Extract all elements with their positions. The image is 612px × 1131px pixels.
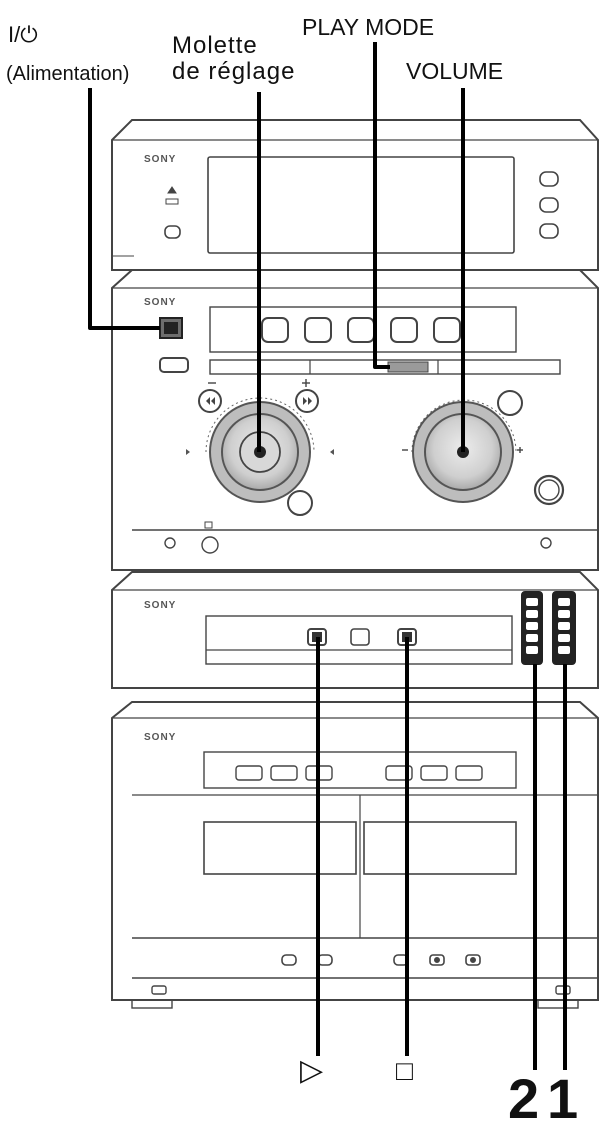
function-button[interactable] — [159, 357, 189, 373]
unit-tuner — [111, 571, 599, 689]
foot-right — [537, 999, 579, 1009]
jog-dial-label-line2: de réglage — [172, 58, 296, 85]
amp-indicator-right — [540, 537, 552, 549]
amp-preset-button-2[interactable] — [304, 317, 332, 343]
skip-back-button[interactable] — [198, 389, 222, 413]
cd-button-2[interactable] — [539, 197, 559, 213]
brand-logo-tuner: SONY — [144, 600, 176, 611]
tape-pause-button[interactable] — [350, 628, 370, 646]
cd-eject-button[interactable] — [164, 225, 181, 239]
amp-preset-button-5[interactable] — [433, 317, 461, 343]
unit-cd-changer — [111, 119, 599, 271]
deck-a-eject[interactable] — [151, 985, 167, 995]
amp-round-button-lower[interactable] — [287, 490, 313, 516]
brand-logo-cd: SONY — [144, 154, 176, 165]
fast-forward-icon — [303, 397, 312, 405]
rewind-icon — [206, 397, 215, 405]
jog-dial-label-line1: Molette — [172, 32, 258, 59]
amp-preset-button-4[interactable] — [390, 317, 418, 343]
play-mode-label: PLAY MODE — [302, 14, 435, 40]
volume-label: VOLUME — [406, 58, 504, 84]
unit-amplifier — [111, 269, 599, 571]
leader-power — [88, 88, 160, 330]
deck-button-5[interactable] — [465, 954, 481, 966]
eject-icon — [167, 186, 177, 194]
callout-number-1: 1 — [547, 1067, 579, 1130]
deck-button-1[interactable] — [281, 954, 297, 966]
amp-indicator-left — [164, 537, 176, 549]
deck-b-rewind[interactable] — [385, 765, 413, 781]
amp-preset-button-1[interactable] — [261, 317, 289, 343]
deck-a-rewind[interactable] — [235, 765, 263, 781]
play-mode-button[interactable] — [387, 361, 429, 373]
foot-left — [131, 999, 173, 1009]
cassette-door-b[interactable] — [363, 821, 517, 875]
cassette-door-a[interactable] — [203, 821, 357, 875]
brand-logo-amp: SONY — [144, 297, 176, 308]
cd-button-1[interactable] — [539, 171, 559, 187]
power-label: (Alimentation) — [6, 63, 130, 85]
deck-a-play[interactable] — [270, 765, 298, 781]
mic-jack — [201, 536, 219, 554]
callout-lines — [88, 42, 567, 1070]
phones-jack — [533, 474, 565, 506]
deck-b-stop[interactable] — [455, 765, 483, 781]
callout-number-2: 2 — [508, 1067, 540, 1130]
stop-symbol-label: □ — [396, 1055, 413, 1086]
cd-button-3[interactable] — [539, 223, 559, 239]
leader-playmode — [373, 42, 390, 369]
deck-button-4[interactable] — [429, 954, 445, 966]
deck-b-play[interactable] — [420, 765, 448, 781]
amp-round-button[interactable] — [497, 390, 523, 416]
power-symbol-label: I/⏻ — [8, 22, 38, 47]
play-symbol-label: ▷ — [300, 1054, 324, 1087]
unit-cassette-deck — [111, 701, 599, 1009]
skip-forward-button[interactable] — [295, 389, 319, 413]
brand-logo-deck: SONY — [144, 732, 176, 743]
